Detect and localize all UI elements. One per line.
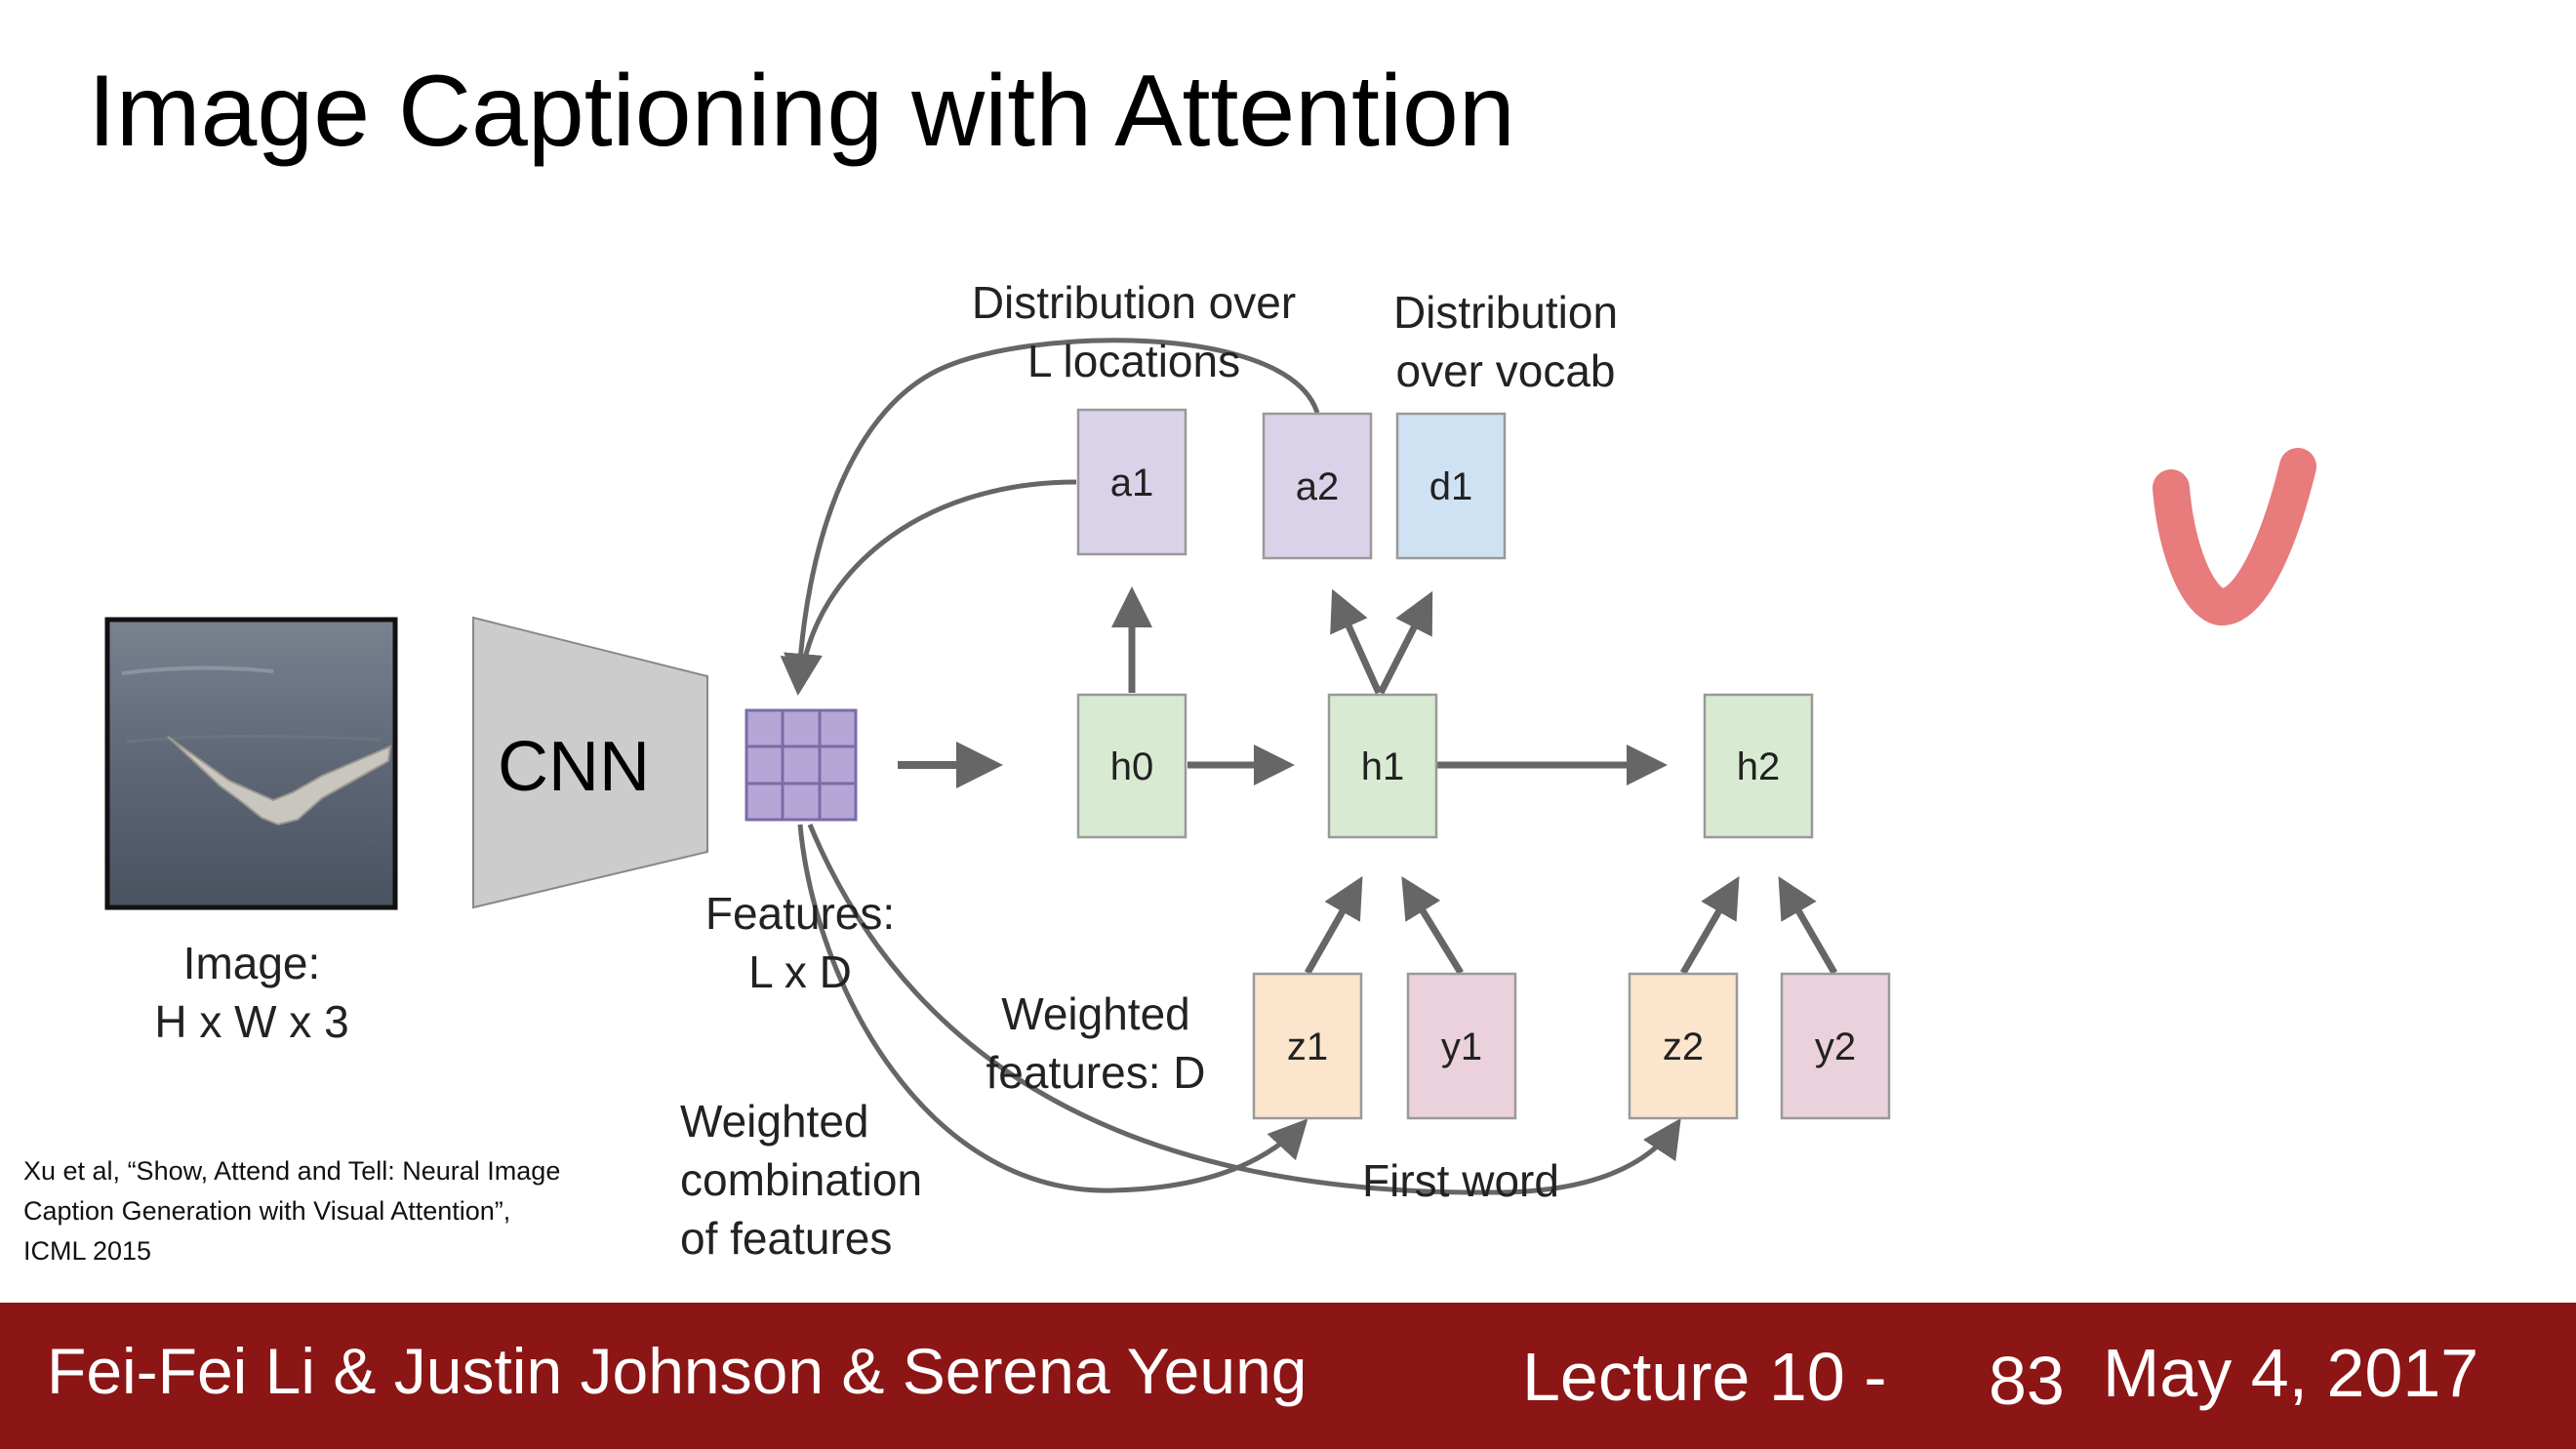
bird-icon (167, 736, 392, 826)
node-d1 (1395, 412, 1507, 560)
footer-bar: Fei-Fei Li & Justin Johnson & Serena Yeu… (0, 1303, 2576, 1449)
citation: Xu et al, “Show, Attend and Tell: Neural… (23, 1156, 561, 1266)
arrow-y2-to-h2 (1778, 875, 1838, 975)
weighted-comb-line1: Weighted (680, 1096, 869, 1147)
node-y2-label: y2 (1815, 1026, 1856, 1068)
node-h0-label: h0 (1110, 745, 1154, 788)
attention-diagram: Image: H x W x 3 CNN (104, 277, 2316, 1264)
node-h2 (1703, 693, 1814, 839)
node-y1-label: y1 (1441, 1026, 1482, 1068)
footer-page-number: 83 (1989, 1343, 2065, 1419)
dist-locations-line1: Distribution over (972, 277, 1296, 328)
checkmark-icon (2153, 448, 2316, 625)
arrow-a1-to-features (784, 479, 1077, 693)
first-word-label: First word (1362, 1155, 1559, 1206)
node-a2 (1262, 412, 1373, 560)
features-label-line1: Features: (705, 888, 895, 939)
arrow-features-to-z2 (807, 824, 1681, 1195)
node-y1 (1406, 972, 1517, 1120)
features-label-line2: L x D (748, 946, 852, 997)
weighted-comb-line3: of features (680, 1213, 892, 1264)
dist-locations-line2: L locations (1027, 336, 1240, 386)
arrow-a2-to-features (780, 338, 1320, 696)
feature-grid (745, 708, 858, 822)
arrow-h1-to-d1 (1377, 590, 1433, 695)
node-a1 (1076, 408, 1187, 556)
node-y2 (1780, 972, 1891, 1120)
weighted-features-line1: Weighted (1001, 988, 1190, 1039)
footer-date: May 4, 2017 (2103, 1335, 2479, 1411)
node-h1 (1327, 693, 1438, 839)
node-a2-label: a2 (1296, 465, 1340, 508)
node-d1-label: d1 (1429, 465, 1473, 508)
dist-vocab-line1: Distribution (1393, 287, 1618, 338)
arrow-y1-to-h1 (1401, 876, 1464, 975)
node-h2-label: h2 (1737, 745, 1781, 788)
arrow-h1-to-a2 (1330, 588, 1383, 695)
image-label-line1: Image: (183, 938, 321, 988)
slide-title: Image Captioning with Attention (88, 55, 1515, 168)
node-z1-label: z1 (1287, 1026, 1328, 1068)
node-h0 (1076, 693, 1187, 839)
cnn-block (472, 616, 708, 909)
arrow-z1-to-h1 (1304, 875, 1363, 975)
footer-lecture: Lecture 10 - (1522, 1339, 1887, 1415)
node-z1 (1252, 972, 1363, 1120)
node-a1-label: a1 (1110, 462, 1154, 504)
cnn-label: CNN (498, 728, 650, 806)
image-label-line2: H x W x 3 (154, 996, 348, 1047)
weighted-features-line2: features: D (986, 1047, 1206, 1098)
arrow-z2-to-h2 (1679, 875, 1740, 975)
footer-authors: Fei-Fei Li & Justin Johnson & Serena Yeu… (47, 1335, 1308, 1407)
node-h1-label: h1 (1361, 745, 1405, 788)
node-z2-label: z2 (1663, 1026, 1704, 1068)
arrow-features-to-z1 (797, 824, 1308, 1193)
dist-vocab-line2: over vocab (1395, 345, 1615, 396)
weighted-comb-line2: combination (680, 1154, 922, 1205)
input-image (104, 617, 398, 910)
node-z2 (1628, 972, 1739, 1120)
